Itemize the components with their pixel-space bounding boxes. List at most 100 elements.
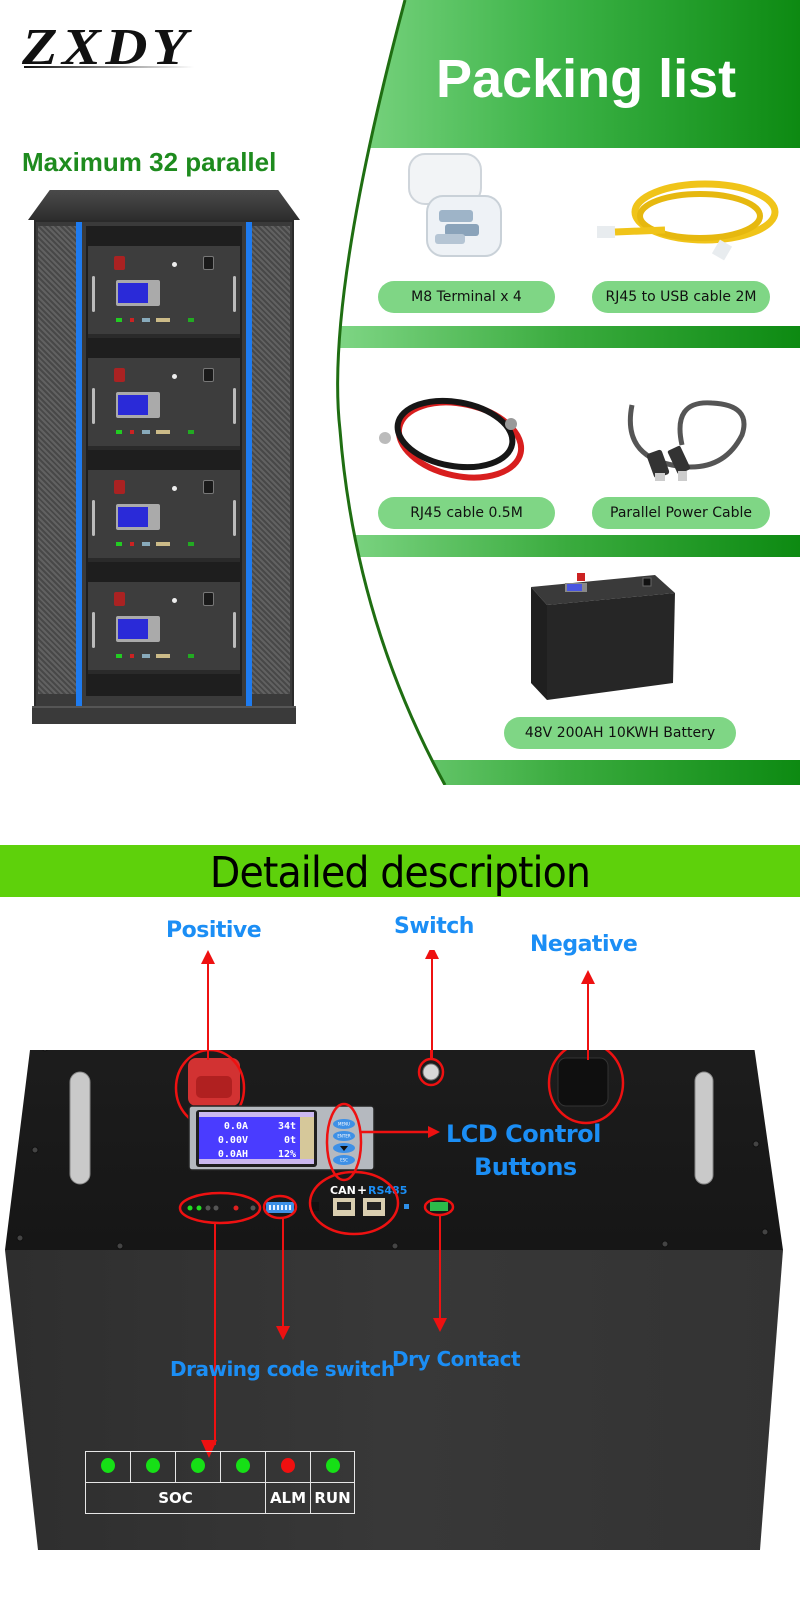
packing-item-battery: 48V 200AH 10KWH Battery bbox=[504, 717, 736, 749]
right-handle bbox=[694, 1071, 714, 1185]
led-indicator-icon bbox=[281, 1457, 295, 1473]
can-label: CAN bbox=[330, 1184, 356, 1197]
battery-rack-image bbox=[28, 190, 300, 735]
module-negative-terminal bbox=[203, 592, 214, 606]
soc-label: SOC bbox=[85, 1482, 266, 1514]
led-indicator-icon bbox=[101, 1457, 115, 1473]
callout-lcd-line2: Buttons bbox=[474, 1153, 577, 1181]
module-negative-terminal bbox=[203, 256, 214, 270]
rj45-usb-cable-image bbox=[597, 180, 779, 261]
rack-mesh-left bbox=[38, 226, 76, 694]
packing-list-title: Packing list bbox=[436, 49, 737, 109]
top-section: ZXDY Maximum 32 parallel bbox=[22, 0, 800, 785]
module-lcd bbox=[116, 392, 160, 418]
module-ports bbox=[116, 318, 206, 322]
lcd-voltage: 0.00V bbox=[218, 1135, 248, 1146]
module-handle-right bbox=[233, 388, 236, 424]
module-handle-left bbox=[92, 276, 95, 312]
module-handle-left bbox=[92, 500, 95, 536]
lcd-current: 0.0A bbox=[224, 1121, 248, 1132]
packing-item-rj45-usb-cable: RJ45 to USB cable 2M bbox=[592, 281, 770, 313]
alm-label: ALM bbox=[265, 1482, 311, 1514]
module-positive-terminal bbox=[114, 592, 125, 606]
module-switch bbox=[172, 262, 177, 267]
m8-terminal-image bbox=[408, 153, 502, 257]
module-ports bbox=[116, 542, 206, 546]
menu-button[interactable] bbox=[333, 1119, 355, 1129]
led-row bbox=[85, 1451, 355, 1483]
rack-light-strip-right bbox=[246, 222, 252, 706]
module-lcd bbox=[116, 280, 160, 306]
rack-bay bbox=[86, 226, 242, 696]
led-label-row: SOC ALM RUN bbox=[85, 1482, 355, 1514]
svg-text:ENTER: ENTER bbox=[337, 1134, 350, 1139]
module-handle-left bbox=[92, 612, 95, 648]
aux-port bbox=[309, 1202, 319, 1211]
packing-item-rj45-cable: RJ45 cable 0.5M bbox=[378, 497, 555, 529]
negative-terminal bbox=[557, 1057, 609, 1107]
led-indicator-icon bbox=[191, 1457, 205, 1473]
led-cell-soc bbox=[130, 1451, 176, 1483]
led-cell-soc bbox=[175, 1451, 221, 1483]
battery-unit-image bbox=[531, 573, 675, 700]
module-lcd bbox=[116, 616, 160, 642]
callout-lcd-line1: LCD Control bbox=[446, 1120, 601, 1148]
packing-item-parallel-power-cable: Parallel Power Cable bbox=[592, 497, 770, 529]
detail-banner bbox=[0, 845, 800, 897]
led-cell-alm bbox=[265, 1451, 311, 1483]
module-lcd bbox=[116, 504, 160, 530]
packing-item-m8-terminal: M8 Terminal x 4 bbox=[378, 281, 555, 313]
module-switch bbox=[172, 374, 177, 379]
indicator-legend-table: SOC ALM RUN bbox=[85, 1451, 355, 1514]
led-indicator-icon bbox=[325, 1457, 340, 1473]
logo-underline bbox=[24, 66, 194, 68]
enter-button[interactable] bbox=[333, 1131, 355, 1141]
parallel-power-cable-image bbox=[627, 400, 747, 481]
module-handle-right bbox=[233, 500, 236, 536]
module-handle-right bbox=[233, 612, 236, 648]
callout-dry-contact: Dry Contact bbox=[392, 1347, 521, 1371]
indicator-leds bbox=[187, 1205, 256, 1211]
rack-light-strip-left bbox=[76, 222, 82, 706]
dry-contact-terminal bbox=[430, 1202, 448, 1211]
rs485-label: RS485 bbox=[368, 1184, 407, 1197]
rack-base bbox=[32, 706, 296, 724]
led-cell-soc bbox=[85, 1451, 131, 1483]
rack-battery-module bbox=[88, 246, 240, 338]
rack-roof bbox=[28, 190, 300, 220]
callout-negative: Negative bbox=[530, 932, 638, 957]
module-ports bbox=[116, 430, 206, 434]
module-positive-terminal bbox=[114, 368, 125, 382]
left-handle bbox=[69, 1071, 91, 1185]
dip-switch bbox=[266, 1202, 294, 1213]
top-callout-arrows bbox=[201, 950, 595, 1060]
led-indicator-icon bbox=[146, 1457, 160, 1473]
module-positive-terminal bbox=[114, 256, 125, 270]
rack-mesh-right bbox=[252, 226, 290, 694]
led-cell-soc bbox=[220, 1451, 266, 1483]
rj45-cable-image bbox=[379, 397, 525, 481]
callout-switch: Switch bbox=[394, 914, 474, 939]
module-handle-right bbox=[233, 276, 236, 312]
callout-positive: Positive bbox=[166, 918, 262, 943]
module-switch bbox=[172, 598, 177, 603]
rack-battery-module bbox=[88, 470, 240, 562]
brand-logo: ZXDY bbox=[22, 19, 192, 76]
rack-battery-module bbox=[88, 358, 240, 450]
max-parallel-headline: Maximum 32 parallel bbox=[22, 147, 277, 177]
module-switch bbox=[172, 486, 177, 491]
module-positive-terminal bbox=[114, 480, 125, 494]
callout-drawing-code-switch: Drawing code switch bbox=[170, 1357, 395, 1381]
led-cell-run bbox=[310, 1451, 355, 1483]
svg-text:MENU: MENU bbox=[338, 1122, 350, 1127]
module-negative-terminal bbox=[203, 480, 214, 494]
plus-sign: + bbox=[357, 1183, 367, 1197]
lcd-soc: 12% bbox=[278, 1149, 296, 1160]
run-label: RUN bbox=[310, 1482, 355, 1514]
lcd-temp2: 0t bbox=[284, 1135, 296, 1146]
led-indicator-icon bbox=[236, 1457, 250, 1473]
esc-button[interactable] bbox=[333, 1155, 355, 1165]
lcd-temp1: 34t bbox=[278, 1121, 296, 1132]
battery-top-face bbox=[5, 1050, 783, 1250]
lcd-screen bbox=[199, 1112, 314, 1164]
